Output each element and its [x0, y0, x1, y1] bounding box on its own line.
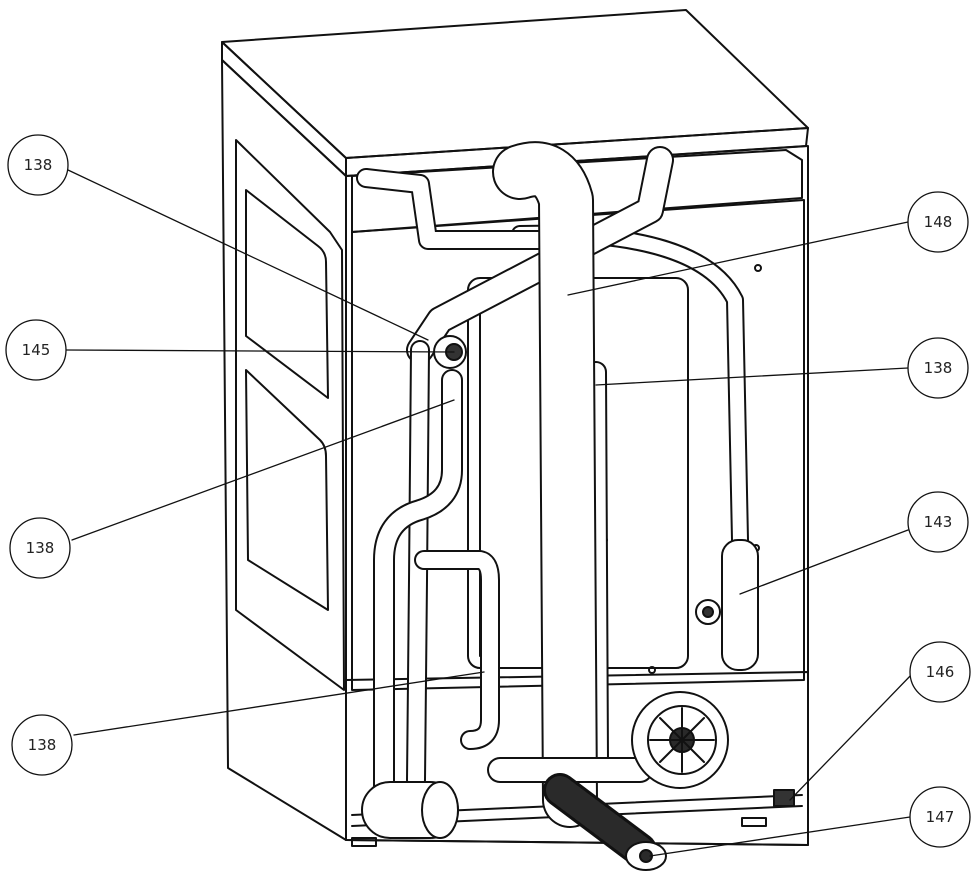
hoses: [356, 141, 759, 828]
foot-left: [351, 837, 377, 847]
components: [361, 335, 795, 871]
cabinet-top-left-edge: [221, 41, 347, 177]
cabinet-base: [345, 671, 809, 846]
left-side-door-outline: [235, 139, 345, 691]
callout-label-147: 147: [926, 808, 955, 826]
callout-circle: [907, 337, 969, 399]
motor-spoke: [659, 717, 705, 763]
callout-label-138-top-left: 138: [24, 156, 53, 174]
cabinet-left-side: [221, 59, 347, 841]
callout-label-138-right: 138: [924, 359, 953, 377]
cabinet-top: [221, 9, 809, 159]
screw: [648, 666, 656, 674]
u-hose-fill: [416, 552, 498, 748]
callouts: [5, 134, 971, 857]
leader-line: [67, 169, 429, 341]
drain-hose-ribs: [546, 776, 654, 864]
filter-canister: [721, 539, 759, 671]
leader-line: [595, 367, 909, 386]
left-hose-outer-fill: [408, 342, 428, 788]
s-hose-fill: [375, 371, 461, 799]
top-recess: [351, 149, 803, 233]
callout-circle: [7, 134, 69, 196]
callout-circle: [11, 714, 73, 776]
leader-line: [71, 399, 455, 541]
callout-circle: [907, 491, 969, 553]
leader-line: [649, 816, 911, 857]
callout-circle: [909, 786, 971, 848]
pump-canister-end: [421, 781, 459, 839]
corner-fitting: [773, 789, 795, 807]
motor-inner: [647, 705, 717, 775]
callout-circle: [909, 641, 971, 703]
callout-label-146: 146: [926, 663, 955, 681]
drain-outlet-inner: [702, 606, 714, 618]
inner-right-hose-fill: [587, 363, 607, 769]
callout-label-138-mid-left: 138: [26, 539, 55, 557]
callout-label-148: 148: [924, 213, 953, 231]
central-duct-fill: [494, 143, 596, 826]
callout-circle: [5, 319, 67, 381]
callout-label-138-bottom-left: 138: [28, 736, 57, 754]
left-upper-window: [245, 189, 329, 399]
leader-line: [567, 221, 909, 296]
leader-line: [739, 529, 909, 595]
callout-circle: [9, 517, 71, 579]
u-hose: [414, 550, 500, 750]
screw: [754, 264, 762, 272]
callout-circle: [907, 191, 969, 253]
callout-labels: 138 145 138 138 148 138 143 146 147: [22, 156, 955, 826]
callout-label-143: 143: [924, 513, 953, 531]
callout-label-145: 145: [22, 341, 51, 359]
top-left-hose-fill: [358, 170, 548, 248]
foot-right: [741, 817, 767, 827]
leader-line: [73, 671, 485, 736]
leader-line: [789, 671, 915, 801]
left-lower-window: [245, 369, 329, 611]
leader-line: [65, 349, 455, 353]
